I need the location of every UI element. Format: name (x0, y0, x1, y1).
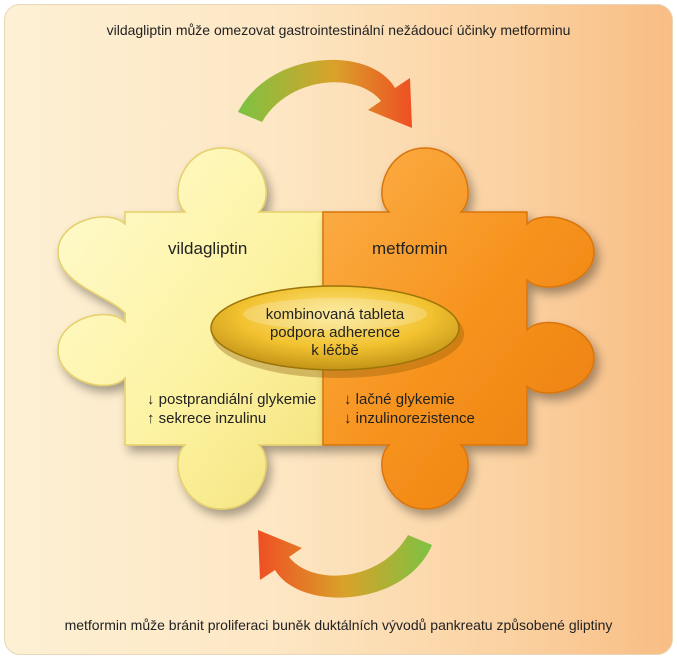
bottom-arrow (258, 530, 432, 598)
top-caption: vildagliptin může omezovat gastrointesti… (106, 22, 571, 38)
effect-item: ↑ sekrece inzulinu (147, 410, 267, 427)
tablet-label: kombinovaná tableta podpora adherence k … (220, 306, 450, 360)
combination-tablet (210, 285, 464, 378)
effect-item: ↓ postprandiální glykemie (147, 391, 317, 408)
vildagliptin-effects: ↓ postprandiální glykemie ↑ sekrece inzu… (147, 390, 316, 428)
metformin-title: metformin (372, 239, 448, 258)
bottom-caption: metformin může bránit proliferaci buněk … (64, 617, 613, 633)
tablet-line: podpora adherence (269, 324, 401, 341)
effect-item: ↓ inzulinorezistence (344, 410, 475, 427)
metformin-effects: ↓ lačné glykemie ↓ inzulinorezistence (344, 390, 475, 428)
top-arrow (238, 59, 412, 128)
tablet-line: k léčbě (311, 342, 359, 359)
left-puzzle-piece (57, 147, 324, 510)
vildagliptin-title: vildagliptin (168, 239, 248, 258)
effect-item: ↓ lačné glykemie (344, 391, 455, 408)
tablet-line: kombinovaná tableta (265, 306, 405, 323)
